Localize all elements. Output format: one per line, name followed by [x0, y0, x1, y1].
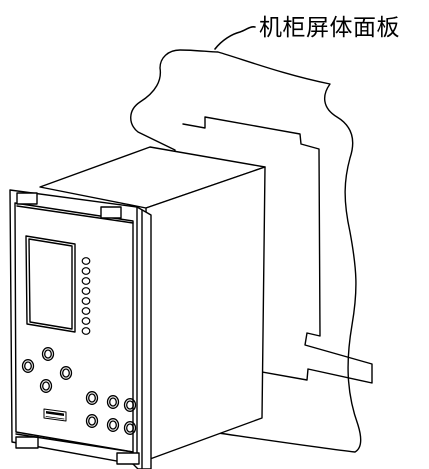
function-button-cluster — [85, 391, 137, 435]
nav-button-right — [59, 366, 73, 380]
function-button — [123, 421, 137, 435]
led-indicator — [81, 297, 91, 305]
bezel-frame — [9, 189, 152, 469]
function-button-inner — [88, 393, 96, 403]
bezel-tab-top-right — [100, 206, 122, 219]
nav-button-left — [21, 359, 35, 373]
led-indicator-column — [81, 257, 91, 335]
callout-leader-line — [214, 26, 256, 50]
nav-button-down — [39, 379, 53, 393]
bezel-tab-top-left — [16, 192, 38, 205]
led-indicator — [81, 267, 91, 275]
function-button-inner — [109, 397, 117, 407]
led-indicator — [81, 317, 91, 325]
nav-button-down-inner — [42, 381, 50, 391]
bezel-tab-bottom-left — [15, 436, 39, 449]
function-button — [85, 391, 99, 405]
bezel-top-stripe — [16, 205, 134, 224]
nav-button-up — [41, 347, 55, 361]
function-button-inner — [109, 420, 117, 430]
bezel-tab-bottom-right — [116, 452, 140, 465]
led-indicator — [81, 277, 91, 285]
callout-label: 机柜屏体面板 — [259, 15, 400, 41]
bezel-bottom-stripe — [15, 433, 134, 453]
nav-button-up-inner — [44, 349, 52, 359]
function-button — [85, 414, 99, 428]
brand-logo-underline — [45, 416, 65, 420]
led-indicator — [81, 287, 91, 295]
nav-button-cluster — [21, 347, 73, 393]
function-button — [123, 398, 137, 412]
nav-button-right-inner — [62, 368, 70, 378]
brand-logo — [43, 408, 67, 422]
function-button-inner — [126, 400, 134, 410]
nav-button-left-inner — [24, 361, 32, 371]
brand-logo-mark — [46, 411, 64, 416]
led-indicator — [81, 307, 91, 315]
case-side-face — [145, 166, 266, 460]
function-button-inner — [126, 423, 134, 433]
lcd-screen — [25, 235, 76, 333]
led-indicator — [81, 327, 91, 335]
function-button — [106, 395, 120, 409]
lcd-screen-inner — [28, 238, 73, 330]
function-button — [106, 418, 120, 432]
function-button-inner — [88, 416, 96, 426]
led-indicator — [81, 257, 91, 265]
